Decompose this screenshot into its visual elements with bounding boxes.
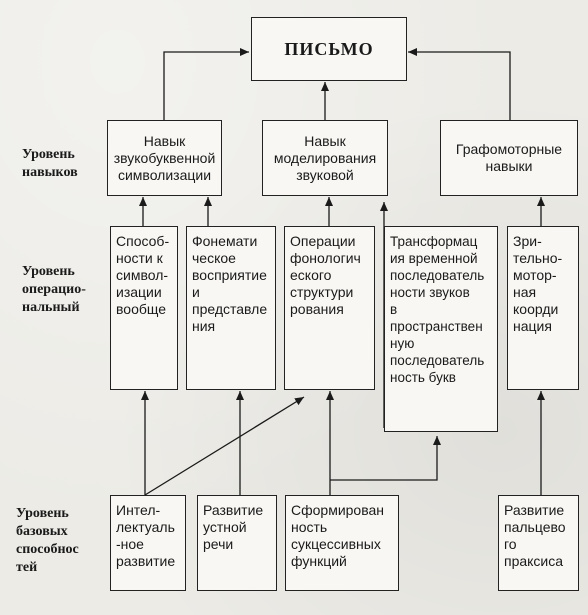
basic-successive-text: Сформирован ность сукцессивных функций xyxy=(291,502,385,569)
arrow-sound-letter-to-title xyxy=(163,48,249,120)
basic-intellectual-box: Интел- лектуаль -ное развитие xyxy=(110,495,186,591)
level-operational-label: Уровень операцио- нальный xyxy=(22,264,86,315)
op-visual-motor-text: Зри- тельно- мотор- ная коорди нация xyxy=(513,233,563,334)
basic-intellectual-text: Интел- лектуаль -ное развитие xyxy=(116,502,176,569)
basic-finger-praxis-text: Развитие пальцево го праксиса xyxy=(504,502,566,569)
level-basic-label: Уровень базовых способнос тей xyxy=(16,506,79,575)
skill-sound-modeling-text: Навык моделирования звуковой xyxy=(273,132,377,183)
skill-sound-letter-text: Навык звукобуквенной символизации xyxy=(113,132,216,183)
skill-sound-modeling-box: Навык моделирования звуковой xyxy=(262,120,388,196)
arrow-graphomotor-to-title xyxy=(408,48,511,120)
basic-oral-speech-text: Развитие устной речи xyxy=(203,502,264,552)
skill-graphomotor-box: Графомоторные навыки xyxy=(440,120,578,196)
basic-oral-speech-box: Развитие устной речи xyxy=(197,495,277,591)
title-text: ПИСЬМО xyxy=(284,38,374,59)
op-transformation-box: Трансформац ия временной последователь н… xyxy=(384,226,498,432)
skill-graphomotor-text: Графомоторные навыки xyxy=(455,141,563,174)
op-symbolization-box: Способ- ности к символ- изации вообще xyxy=(110,226,178,390)
op-visual-motor-box: Зри- тельно- мотор- ная коорди нация xyxy=(507,226,579,390)
op-phonological-box: Операции фонологич еского структури рова… xyxy=(284,226,375,390)
op-symbolization-text: Способ- ности к символ- изации вообще xyxy=(116,233,170,317)
basic-successive-box: Сформирован ность сукцессивных функций xyxy=(285,495,399,591)
arrow-intellectual-to-phonological xyxy=(144,396,305,496)
title-box: ПИСЬМО xyxy=(251,17,407,81)
skill-sound-letter-box: Навык звукобуквенной символизации xyxy=(107,120,222,196)
basic-finger-praxis-box: Развитие пальцево го праксиса xyxy=(498,495,579,591)
op-phonematic-box: Фонемати ческое восприятие и представле … xyxy=(186,226,276,390)
op-transformation-text: Трансформац ия временной последователь н… xyxy=(390,234,485,385)
op-phonematic-text: Фонемати ческое восприятие и представле … xyxy=(192,233,268,334)
level-skills-label: Уровень навыков xyxy=(22,147,78,180)
op-phonological-text: Операции фонологич еского структури рова… xyxy=(290,233,361,317)
arrow-successive-to-transformation xyxy=(330,436,441,481)
